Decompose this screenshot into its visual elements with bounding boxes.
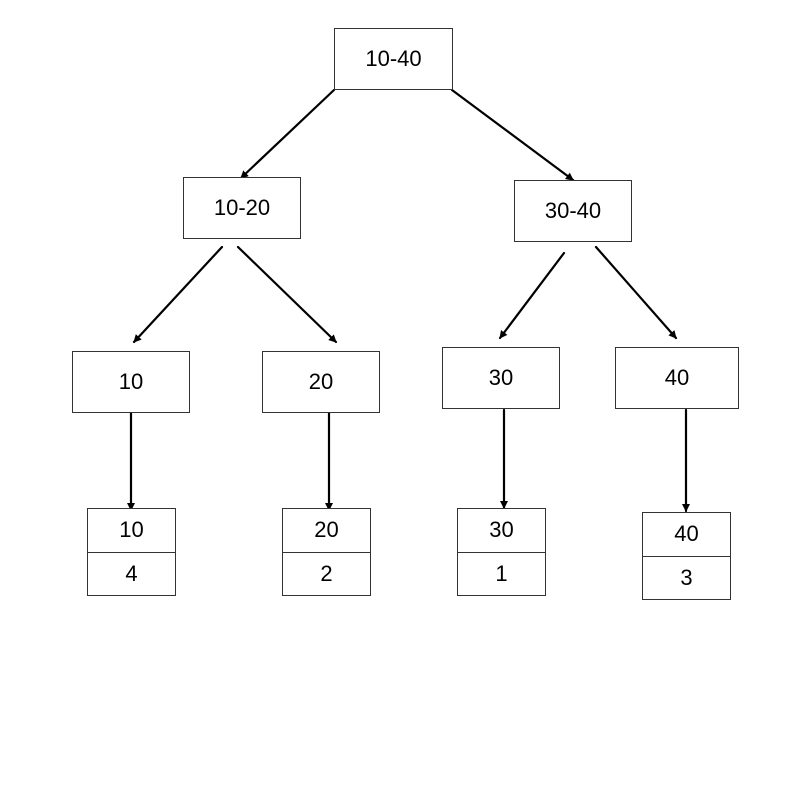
tree-node-30: 30 <box>442 347 560 409</box>
leaf-node-40: 40 3 <box>642 512 731 600</box>
node-label: 20 <box>308 369 334 394</box>
edge-root-to-right <box>450 88 575 182</box>
tree-node-right: 30-40 <box>514 180 632 242</box>
leaf-key: 40 <box>643 513 730 557</box>
edge-left-to-node-10 <box>132 245 224 344</box>
leaf-value: 1 <box>495 560 508 586</box>
edge-right-to-node-40 <box>594 245 678 340</box>
tree-node-10: 10 <box>72 351 190 413</box>
leaf-key: 20 <box>283 509 370 553</box>
leaf-value: 4 <box>125 560 138 586</box>
node-label: 30 <box>488 365 514 390</box>
leaf-node-20: 20 2 <box>282 508 371 596</box>
leaf-value: 2 <box>320 560 333 586</box>
edge-root-to-left <box>239 88 336 180</box>
edge-left-to-node-20 <box>236 245 338 344</box>
tree-node-40: 40 <box>615 347 739 409</box>
leaf-value: 3 <box>680 564 693 590</box>
node-label: 10-40 <box>365 46 422 71</box>
node-label: 10-20 <box>213 195 271 220</box>
tree-node-root: 10-40 <box>334 28 453 90</box>
edge-right-to-node-30 <box>498 251 566 340</box>
tree-node-left: 10-20 <box>183 177 301 239</box>
node-label: 30-40 <box>544 198 602 223</box>
tree-node-20: 20 <box>262 351 380 413</box>
leaf-key: 10 <box>88 509 175 553</box>
node-label: 10 <box>118 369 144 394</box>
leaf-node-30: 30 1 <box>457 508 546 596</box>
leaf-key: 30 <box>458 509 545 553</box>
node-label: 40 <box>664 365 690 390</box>
leaf-node-10: 10 4 <box>87 508 176 596</box>
